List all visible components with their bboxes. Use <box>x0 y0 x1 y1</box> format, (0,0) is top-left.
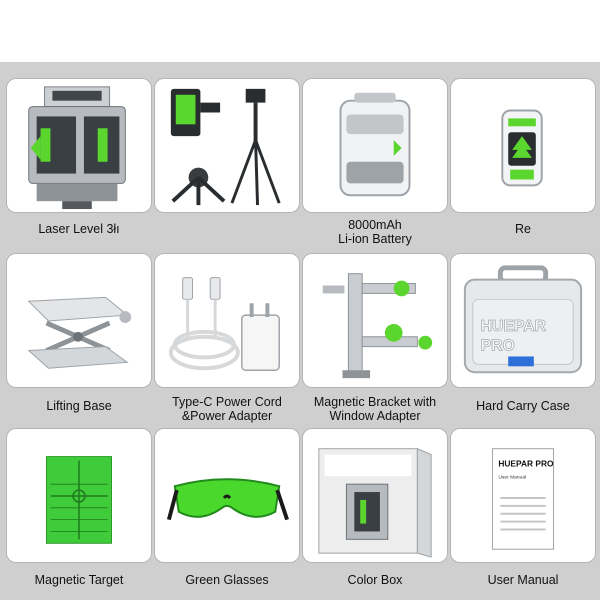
case-logo-line1: HUEPAR <box>481 318 547 335</box>
item-card-lifting-base[interactable] <box>6 253 152 388</box>
receiver-tripod-icon <box>170 88 281 206</box>
manual-logo: HUEPAR PRO <box>498 458 554 468</box>
remote-control-icon <box>501 109 543 187</box>
carry-case-icon: HUEPAR PRO <box>463 265 583 374</box>
item-card-receiver-tripod[interactable] <box>154 78 300 213</box>
item-label-lifting-base: Lifting Base <box>46 399 112 413</box>
case-logo-line2: PRO <box>481 338 515 355</box>
user-manual-icon: HUEPAR PRO User Manual <box>491 448 555 550</box>
item-card-green-glasses[interactable] <box>154 428 300 563</box>
item-card-user-manual[interactable]: HUEPAR PRO User Manual <box>450 428 596 563</box>
magnetic-target-icon <box>45 456 113 544</box>
battery-pack-icon <box>339 92 411 197</box>
item-label-battery: 8000mAh Li-ion Battery <box>338 218 412 246</box>
item-label-color-box: Color Box <box>347 573 403 587</box>
item-label-magnetic-target: Magnetic Target <box>34 573 124 587</box>
item-label-green-glasses: Green Glasses <box>185 573 269 587</box>
item-card-remote[interactable] <box>450 78 596 213</box>
item-card-color-box[interactable] <box>302 428 448 563</box>
item-card-magnetic-bracket[interactable] <box>302 253 448 388</box>
item-label-user-manual: User Manual <box>487 573 559 587</box>
item-card-magnetic-target[interactable] <box>6 428 152 563</box>
power-cord-adapter-icon <box>168 277 280 371</box>
magnetic-bracket-icon <box>322 273 433 379</box>
laser-level-icon <box>28 86 126 210</box>
green-glasses-icon <box>166 478 289 521</box>
item-card-laser-level[interactable] <box>6 78 152 213</box>
item-label-laser-level: Laser Level 3łı <box>38 222 120 236</box>
manual-subtitle: User Manual <box>498 474 526 480</box>
color-box-icon <box>318 447 432 558</box>
item-card-power-cord[interactable] <box>154 253 300 388</box>
item-label-carry-case: Hard Carry Case <box>476 399 570 413</box>
item-label-magnetic-bracket: Magnetic Bracket with Window Adapter <box>313 395 437 423</box>
item-card-carry-case[interactable]: HUEPAR PRO <box>450 253 596 388</box>
lifting-base-icon <box>27 296 132 369</box>
item-label-power-cord: Type-C Power Cord &Power Adapter <box>172 395 282 423</box>
item-label-remote: Re <box>515 222 531 236</box>
item-card-battery[interactable] <box>302 78 448 213</box>
